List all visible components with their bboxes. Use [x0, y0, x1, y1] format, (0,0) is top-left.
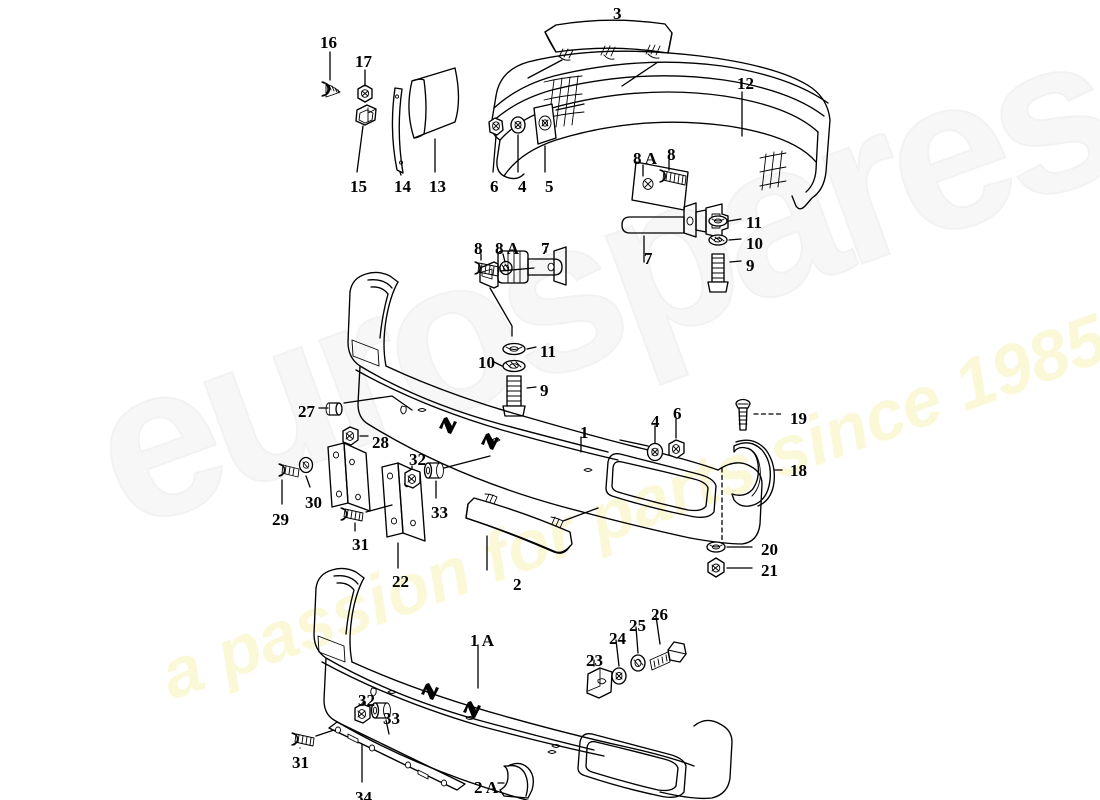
part-12-bumper-cover-shell — [491, 50, 831, 210]
part-22-mounting-bracket-tall-left — [327, 442, 371, 512]
part-15-retaining-clip — [355, 104, 377, 173]
part-5-mounting-plate — [533, 103, 585, 173]
callout-11-mid: 11 — [540, 342, 557, 361]
part-14-trim-strip-insert — [391, 87, 404, 176]
part-20-washer-small — [706, 541, 753, 553]
callout-27: 27 — [298, 402, 315, 421]
part-8-hex-bolt-top — [659, 159, 687, 186]
callout-6-top: 6 — [490, 177, 499, 196]
part-23-retainer-block — [586, 659, 613, 699]
stamp-mark-left-rear — [421, 683, 439, 700]
callout-10-mid: 10 — [478, 353, 495, 372]
callout-22: 22 — [392, 572, 409, 591]
part-24-washer-flat — [611, 639, 627, 685]
part-30-washer-cup — [298, 456, 314, 488]
part-3-rubber-strip-upper — [527, 19, 673, 87]
part-31-screw-tapping-mid — [340, 504, 393, 532]
callout-8A-top: 8 A — [633, 149, 658, 168]
callout-33-mid: 33 — [431, 503, 448, 522]
callout-14: 14 — [394, 177, 411, 196]
part-1-bumper-bar-front — [347, 271, 763, 545]
callout-8-top: 8 — [667, 145, 676, 164]
callout-24: 24 — [609, 629, 626, 648]
callout-1A: 1 A — [470, 631, 495, 650]
callout-9-mid: 9 — [540, 381, 549, 400]
callout-34: 34 — [355, 788, 372, 800]
callout-32-bottom: 32 — [358, 691, 375, 710]
callout-17: 17 — [355, 52, 372, 71]
part-26-hex-bolt-short — [649, 615, 687, 671]
part-4-washer-top — [510, 116, 526, 173]
callout-31-bottom: 31 — [292, 753, 309, 772]
callout-23: 23 — [586, 651, 603, 670]
callout-19: 19 — [790, 409, 807, 428]
part-31-screw-tapping-bottom — [291, 729, 335, 749]
callout-7-mid: 7 — [541, 239, 550, 258]
callout-8A-mid: 8 A — [495, 239, 520, 258]
part-18-rubber-end-piece — [721, 439, 783, 541]
part-27-spacer-bush — [318, 395, 413, 416]
part-4-washer-right — [619, 425, 664, 462]
callout-7-right: 7 — [644, 249, 653, 268]
part-34-mounting-rail-flat — [328, 721, 466, 791]
callout-8-mid: 8 — [474, 239, 483, 258]
part-6-hex-nut-right — [668, 418, 685, 459]
part-29-screw-pan-head — [278, 463, 300, 505]
callout-12: 12 — [737, 74, 754, 93]
part-7-impact-strut-right — [621, 202, 729, 263]
part-16-self-tapping-screw — [321, 51, 341, 98]
part-19-pan-head-screw — [735, 398, 783, 431]
part-8A-lockwasher-top — [631, 161, 689, 211]
callout-32-mid: 32 — [409, 450, 426, 469]
callout-21: 21 — [761, 561, 778, 580]
callout-3: 3 — [613, 4, 622, 23]
part-33-spacer-sleeve-mid — [423, 455, 491, 499]
part-10-spring-washer-mid — [493, 359, 526, 373]
part-7-impact-strut-mid — [479, 246, 567, 337]
part-25-spring-washer-small — [630, 626, 646, 672]
part-2-rubber-trim-strip-lower — [465, 493, 599, 571]
callout-30: 30 — [305, 493, 322, 512]
callout-16: 16 — [320, 33, 337, 52]
callout-29: 29 — [272, 510, 289, 529]
callout-25: 25 — [629, 616, 646, 635]
callout-10-right: 10 — [746, 234, 763, 253]
part-17-cage-nut — [357, 69, 373, 103]
part-21-lock-nut — [707, 557, 753, 578]
part-33-spacer-sleeve-bottom — [370, 702, 391, 735]
callout-28: 28 — [372, 433, 389, 452]
callout-1: 1 — [580, 423, 589, 442]
part-32-nut-hex-bottom — [354, 701, 371, 724]
part-9-hex-bolt-long-right — [707, 253, 742, 293]
stamp-mark-right — [481, 433, 499, 450]
callout-9-right: 9 — [746, 256, 755, 275]
callout-33-bottom: 33 — [383, 709, 400, 728]
callout-2A: 2 A — [474, 778, 499, 797]
stamp-mark-left — [439, 417, 457, 434]
stamp-mark-right-rear — [463, 701, 481, 718]
part-32-nut-hex-mid — [404, 465, 421, 489]
part-11-flat-washer-mid — [502, 342, 537, 356]
callout-13: 13 — [429, 177, 446, 196]
callout-15: 15 — [350, 177, 367, 196]
part-28-hex-nut-flanged — [342, 426, 369, 446]
callout-18: 18 — [790, 461, 807, 480]
part-10-spring-washer-right — [708, 234, 742, 246]
callout-2: 2 — [513, 575, 522, 594]
callout-26: 26 — [651, 605, 668, 624]
callout-11-right: 11 — [746, 213, 763, 232]
part-13-rubber-corner-pad — [408, 67, 460, 173]
callout-6-right: 6 — [673, 404, 682, 423]
callout-20: 20 — [761, 540, 778, 559]
part-1A-bumper-bar-rear — [313, 567, 733, 800]
part-2A-rubber-end-cap — [497, 762, 534, 799]
part-6-hex-nut-top — [488, 117, 504, 173]
callout-5: 5 — [545, 177, 554, 196]
callout-4-right: 4 — [651, 412, 660, 431]
callout-4-top: 4 — [518, 177, 527, 196]
part-11-flat-washer-right — [708, 215, 742, 227]
callout-31-mid: 31 — [352, 535, 369, 554]
part-9-hex-bolt-long-mid — [502, 375, 537, 417]
